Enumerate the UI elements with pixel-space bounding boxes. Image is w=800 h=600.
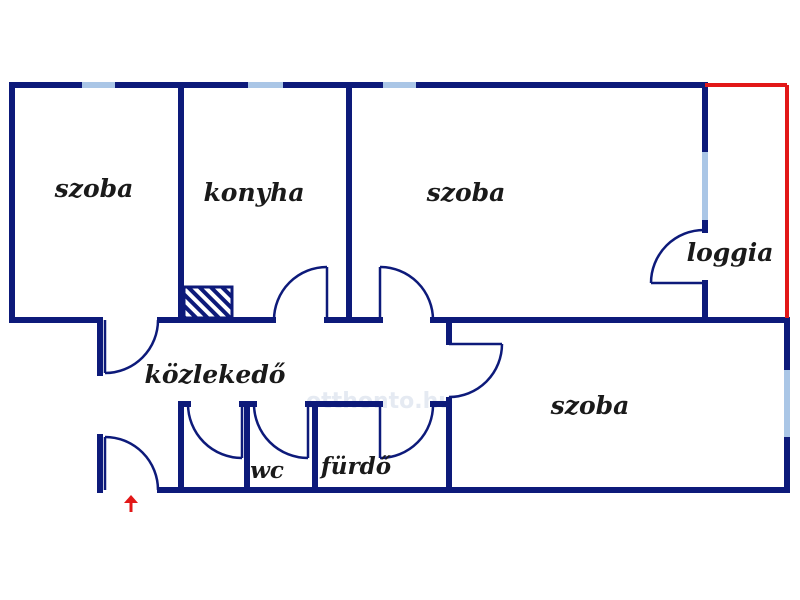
doors bbox=[103, 228, 705, 491]
door-entrance bbox=[103, 435, 160, 491]
label-loggia: loggia bbox=[687, 238, 774, 267]
door-right-room bbox=[448, 342, 504, 399]
label-kozlekedo: közlekedő bbox=[145, 360, 286, 389]
door-wc-a bbox=[186, 403, 244, 460]
label-konyha: konyha bbox=[203, 178, 304, 207]
door-furdo bbox=[378, 403, 435, 460]
loggia-rail bbox=[705, 83, 789, 318]
door-center-room bbox=[378, 265, 435, 321]
label-wc: wc bbox=[250, 457, 284, 484]
walls bbox=[9, 82, 790, 493]
label-szoba-left: szoba bbox=[54, 174, 134, 203]
door-left-room bbox=[103, 319, 160, 375]
door-konyha bbox=[272, 265, 329, 321]
entrance-arrow-icon bbox=[124, 495, 138, 512]
door-loggia bbox=[649, 228, 705, 285]
door-wc-b bbox=[252, 403, 310, 460]
chimney-hatch bbox=[182, 285, 234, 320]
label-szoba-right: szoba bbox=[550, 391, 630, 420]
windows bbox=[82, 82, 790, 437]
label-szoba-center: szoba bbox=[426, 178, 506, 207]
label-furdo: fürdő bbox=[319, 453, 391, 480]
